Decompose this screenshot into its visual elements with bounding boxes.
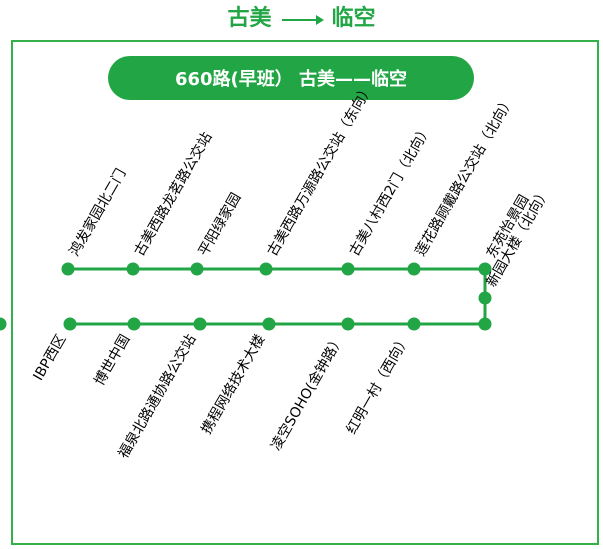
- stop-dot: [126, 262, 140, 276]
- stop-dot: [262, 317, 276, 331]
- stop-dot: [193, 317, 207, 331]
- stop-label: 鸿发家园北二门: [66, 166, 130, 259]
- stop-dot: [341, 317, 355, 331]
- stop-label: 福泉北路通协路公交站: [115, 332, 200, 462]
- stop-dot: [259, 262, 273, 276]
- stop-dot: [341, 262, 355, 276]
- stop-dot: [63, 317, 77, 331]
- stop-dot: [478, 317, 492, 331]
- route-name-badge: 660路(早班） 古美——临空: [108, 56, 474, 100]
- stop-label: 红明一村（西向）: [344, 332, 414, 437]
- stop-dot: [61, 262, 75, 276]
- stop-dot: [190, 262, 204, 276]
- stop-dot: [0, 317, 7, 331]
- route-stops: [0, 262, 492, 331]
- stop-label: 凌空SOHO(金钟路）: [267, 332, 347, 454]
- stop-dot: [407, 317, 421, 331]
- stop-label: 博世中国: [91, 332, 134, 389]
- stop-dot: [407, 262, 421, 276]
- stop-label: 平阳绿家园: [195, 190, 245, 259]
- stop-label: IBP西区: [31, 332, 70, 383]
- stop-dot: [127, 317, 141, 331]
- route-name-label: 660路(早班） 古美——临空: [174, 69, 408, 90]
- route-lines: [68, 267, 487, 326]
- stop-label: 携程网络技术大楼: [199, 332, 269, 437]
- route-line: [68, 267, 487, 326]
- diagram-frame: [11, 40, 599, 545]
- stop-dot: [478, 291, 492, 305]
- arrow-right-icon: [281, 15, 324, 25]
- stop-labels: 鸿发家园北二门古美西路龙茗路公交站平阳绿家园古美西路万源路公交站（东向）古美八村…: [31, 81, 554, 462]
- destination-label: 临空: [331, 6, 376, 31]
- route-direction-title: 古美 临空: [0, 2, 603, 36]
- origin-label: 古美: [227, 6, 272, 31]
- stop-dot: [478, 262, 492, 276]
